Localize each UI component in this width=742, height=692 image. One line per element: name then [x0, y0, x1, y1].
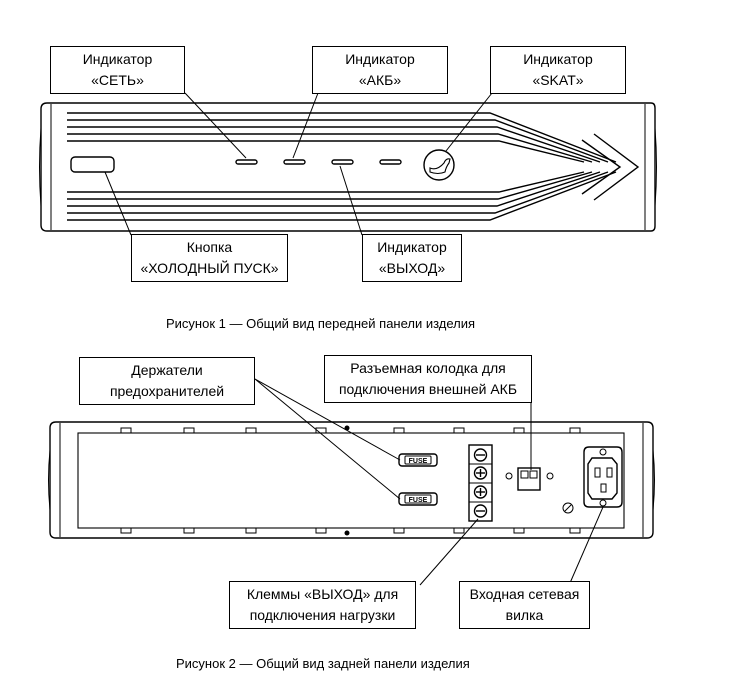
decor-line [67, 171, 593, 200]
decor-line [67, 171, 609, 214]
callout-output-terminals: Клеммы «ВЫХОД» для подключения нагрузки [229, 581, 416, 629]
fuse-label-bottom: FUSE [409, 497, 428, 504]
indicator-vyhod [331, 159, 354, 165]
fuse-label-top: FUSE [409, 458, 428, 465]
front-panel-housing [40, 102, 656, 232]
callout-vyhod-indicator: Индикатор «ВЫХОД» [362, 234, 462, 282]
callout-line: «СЕТЬ» [91, 72, 144, 88]
callout-line: Клеммы «ВЫХОД» для [246, 586, 399, 602]
callout-ext-battery-connector: Разъемная колодка для подключения внешне… [324, 355, 532, 403]
callout-line: предохранителей [109, 383, 225, 399]
callout-power-inlet: Входная сетевая вилка [459, 581, 590, 629]
callout-skat-indicator: Индикатор «SKAT» [490, 46, 626, 94]
callout-line: Входная сетевая [469, 586, 580, 602]
decor-line [67, 171, 601, 207]
indicator-extra [379, 159, 402, 165]
callout-line: «ВЫХОД» [378, 260, 446, 276]
callout-line: вилка [505, 607, 544, 623]
callout-akb-indicator: Индикатор «АКБ» [312, 46, 448, 94]
callout-set-indicator: Индикатор «СЕТЬ» [50, 46, 185, 94]
figure-1-caption: Рисунок 1 — Общий вид передней панели из… [166, 316, 476, 331]
callout-line: Кнопка [186, 239, 233, 255]
callout-line: подключения нагрузки [249, 607, 396, 623]
decor-line [67, 133, 593, 163]
decor-line [67, 112, 617, 163]
indicator-akb [283, 159, 306, 165]
callout-line: Индикатор [82, 51, 153, 67]
skat-logo-icon [423, 149, 455, 181]
callout-line: Держатели [131, 362, 203, 378]
callout-line: Разъемная колодка для [350, 360, 506, 376]
decor-line [67, 171, 617, 221]
figure-2-caption: Рисунок 2 — Общий вид задней панели изде… [176, 656, 470, 671]
decor-line [67, 171, 585, 193]
callout-cold-start-button: Кнопка «ХОЛОДНЫЙ ПУСК» [131, 234, 288, 282]
callout-fuse-holders: Держатели предохранителей [79, 357, 255, 405]
callout-line: Индикатор [377, 239, 447, 255]
callout-line: «SKAT» [532, 72, 584, 88]
cold-start-button [70, 156, 115, 173]
callout-line: «АКБ» [358, 72, 402, 88]
callout-line: Индикатор [523, 51, 593, 67]
indicator-set [235, 159, 258, 165]
callout-line: подключения внешней АКБ [338, 381, 518, 397]
callout-line: Индикатор [345, 51, 415, 67]
decor-line [67, 140, 585, 163]
decor-line [67, 126, 601, 163]
callout-line: «ХОЛОДНЫЙ ПУСК» [140, 260, 279, 276]
